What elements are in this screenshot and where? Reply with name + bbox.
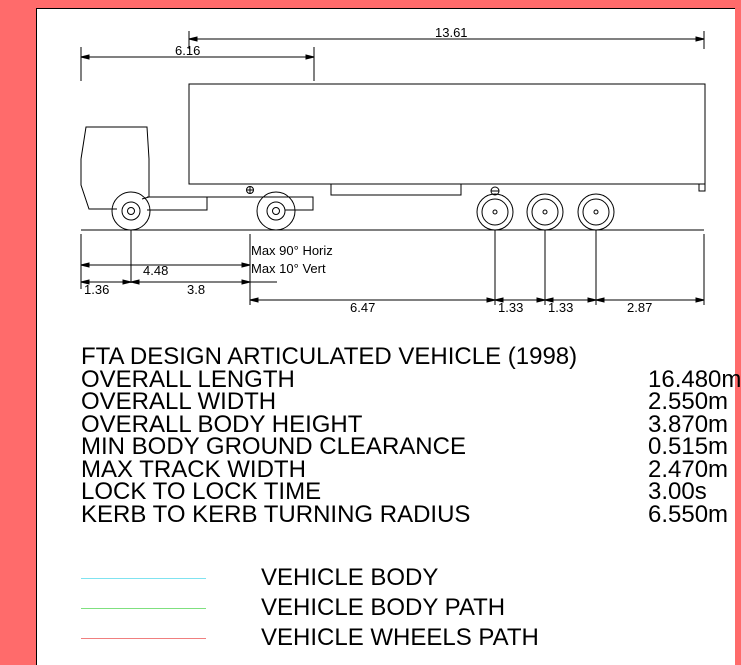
trailer-underframe <box>330 183 462 196</box>
dim-front-to-kingpin: 6.16 <box>80 43 315 81</box>
legend-label: VEHICLE WHEELS PATH <box>261 624 539 651</box>
spec-label: OVERALL LENGTH <box>81 365 295 393</box>
spec-value: 16.480m <box>648 365 741 393</box>
legend-swatch <box>81 608 206 609</box>
dim-overall-trailer-label: 13.61 <box>435 25 468 40</box>
spec-value: 3.870m <box>648 410 729 438</box>
kingpin-icon <box>246 186 254 194</box>
spec-label: MIN BODY GROUND CLEARANCE <box>81 433 466 460</box>
trailer-wheel-3-icon <box>577 193 615 231</box>
legend-swatch <box>81 638 206 639</box>
dim-wheelbase: 4.48 <box>80 262 251 278</box>
trailer-wheel-2-icon <box>526 193 564 231</box>
spec-title-text: FTA DESIGN ARTICULATED VEHICLE (1998) <box>81 343 578 370</box>
trailer-pivot-icon <box>490 186 500 196</box>
dim-axle-spacing-2-label: 1.33 <box>548 300 573 315</box>
dim-rear-overhang-label: 2.87 <box>627 300 652 315</box>
legend-label: VEHICLE BODY PATH <box>261 594 506 621</box>
spec-value: 6.550m <box>648 500 729 528</box>
spec-label: OVERALL WIDTH <box>81 388 277 415</box>
spec-value: 3.00s <box>648 478 707 505</box>
dim-front-to-kingpin-label: 6.16 <box>175 43 200 58</box>
dim-overall-trailer: 13.61 <box>188 25 705 49</box>
trailer-wheel-1-icon <box>476 193 514 231</box>
tractor-cab <box>80 126 150 210</box>
legend-label: VEHICLE BODY <box>261 564 439 591</box>
dim-kingpin-to-axle-label: 6.47 <box>350 300 375 315</box>
spec-label: MAX TRACK WIDTH <box>81 455 306 483</box>
trailer-body <box>188 83 706 185</box>
dim-drive-to-rear-label: 3.8 <box>187 282 205 297</box>
dim-trailer-row: 6.47 1.33 1.33 2.87 <box>249 297 705 315</box>
legend-swatch <box>81 578 206 579</box>
spec-label: LOCK TO LOCK TIME <box>81 478 322 505</box>
dim-front-row: 1.36 3.8 <box>80 279 277 297</box>
drawing-sheet: 13.61 6.16 <box>36 8 741 665</box>
articulation-horizontal: Max 90° Horiz <box>251 243 333 258</box>
front-wheel-icon <box>111 191 151 231</box>
spec-value: 2.550m <box>648 388 729 415</box>
spec-value: 0.515m <box>648 433 729 460</box>
dim-wheelbase-label: 4.48 <box>143 263 168 278</box>
trailer-rear-light <box>698 183 706 192</box>
extension-lines <box>80 230 705 305</box>
tractor-chassis <box>147 196 314 211</box>
spec-label: OVERALL BODY HEIGHT <box>81 410 363 438</box>
dim-front-overhang-label: 1.36 <box>84 282 109 297</box>
spec-label: KERB TO KERB TURNING RADIUS <box>81 500 471 528</box>
articulation-vertical: Max 10° Vert <box>251 261 326 276</box>
dim-axle-spacing-1-label: 1.33 <box>498 300 523 315</box>
drive-wheel-icon <box>256 191 296 231</box>
spec-value: 2.470m <box>648 455 729 483</box>
vehicle-elevation-drawing: 13.61 6.16 <box>80 25 706 315</box>
